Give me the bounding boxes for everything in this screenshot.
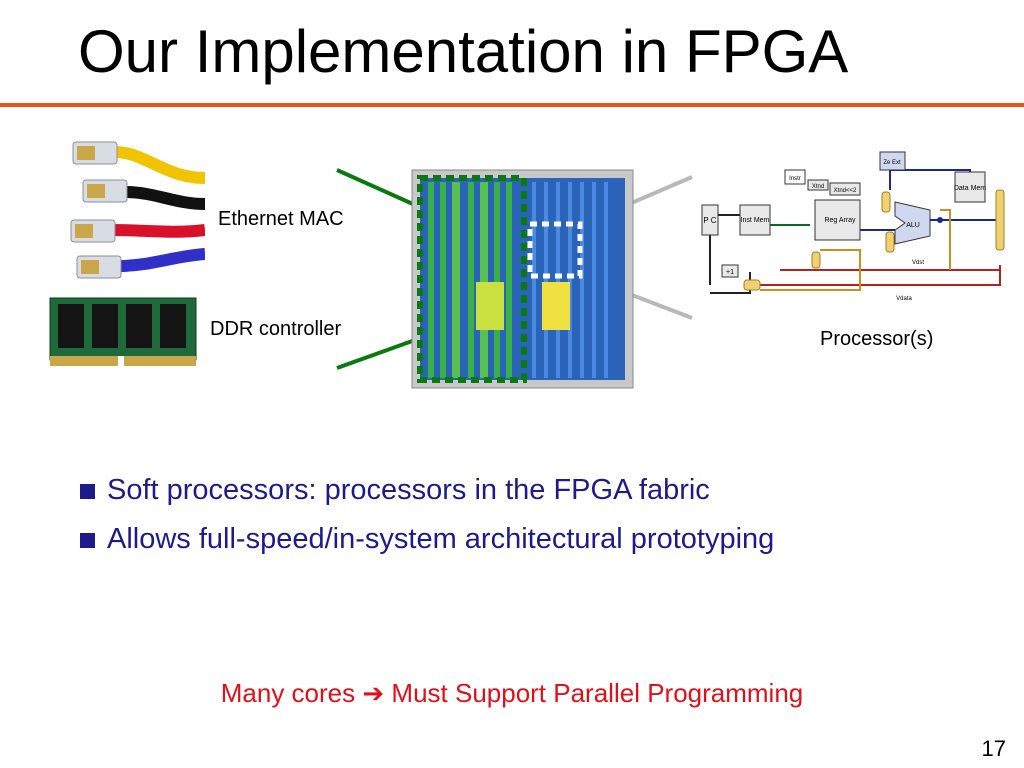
fpga-region-processor: [527, 221, 583, 279]
title-underline: [0, 103, 1024, 107]
bullet-text: Allows full-speed/in-system architectura…: [107, 523, 775, 555]
memory-module-image: [49, 297, 197, 368]
conclusion-right: Must Support Parallel Programming: [391, 678, 804, 708]
vdst-label: Vdst: [912, 260, 924, 266]
cable-yellow-icon: [72, 141, 205, 184]
plus-one-label: +1: [726, 269, 734, 276]
conclusion-line: Many cores ➔ Must Support Parallel Progr…: [0, 678, 1024, 709]
right-arrow-icon: ➔: [362, 679, 385, 709]
callout-ethernet: [336, 168, 416, 207]
processor-datapath-diagram: P C Inst Mem Instr Xtnd Xtnd<<2 Reg Arra…: [701, 151, 1005, 302]
fpga-block-ddr: [476, 282, 504, 330]
bullet-square-icon: [80, 484, 95, 499]
bullet-text: Soft processors: processors in the FPGA …: [107, 474, 710, 506]
processor-label: Processor(s): [820, 328, 934, 350]
bullet-item: Soft processors: processors in the FPGA …: [80, 476, 774, 505]
cable-black-icon: [82, 179, 205, 210]
reg-array-label: Reg Array: [824, 217, 856, 224]
fpga-block-processor: [542, 282, 570, 330]
pc-label: P C: [703, 216, 716, 225]
ethernet-cables-image: [70, 141, 205, 279]
page-number: 17: [981, 736, 1006, 761]
fpga-columns-green: [428, 182, 512, 378]
alu-label: ALU: [906, 222, 920, 229]
ddr-controller-label: DDR controller: [210, 318, 342, 340]
cable-red-icon: [70, 219, 205, 243]
xtnd-label: Xtnd: [812, 184, 824, 190]
data-mem-label: Data Mem: [954, 185, 986, 192]
bullet-square-icon: [80, 533, 95, 548]
instr-label: Instr: [789, 176, 801, 182]
callout-ddr: [336, 338, 416, 370]
fpga-columns-blue: [532, 182, 608, 378]
page-title: Our Implementation in FPGA: [78, 18, 849, 85]
inst-mem-label: Inst Mem: [741, 217, 770, 224]
fpga-region-io: [417, 175, 527, 383]
xtnd-shift-label: Xtnd<<2: [834, 188, 857, 194]
vdata-label: Vdata: [896, 296, 912, 302]
ethernet-mac-label: Ethernet MAC: [218, 208, 344, 230]
fpga-chip-image: [411, 169, 634, 389]
cable-blue-icon: [76, 248, 205, 279]
bullet-item: Allows full-speed/in-system architectura…: [80, 525, 774, 554]
zero-ext-label: Ze Ext: [883, 160, 901, 166]
conclusion-left: Many cores: [220, 678, 356, 708]
bullet-list: Soft processors: processors in the FPGA …: [80, 476, 774, 574]
